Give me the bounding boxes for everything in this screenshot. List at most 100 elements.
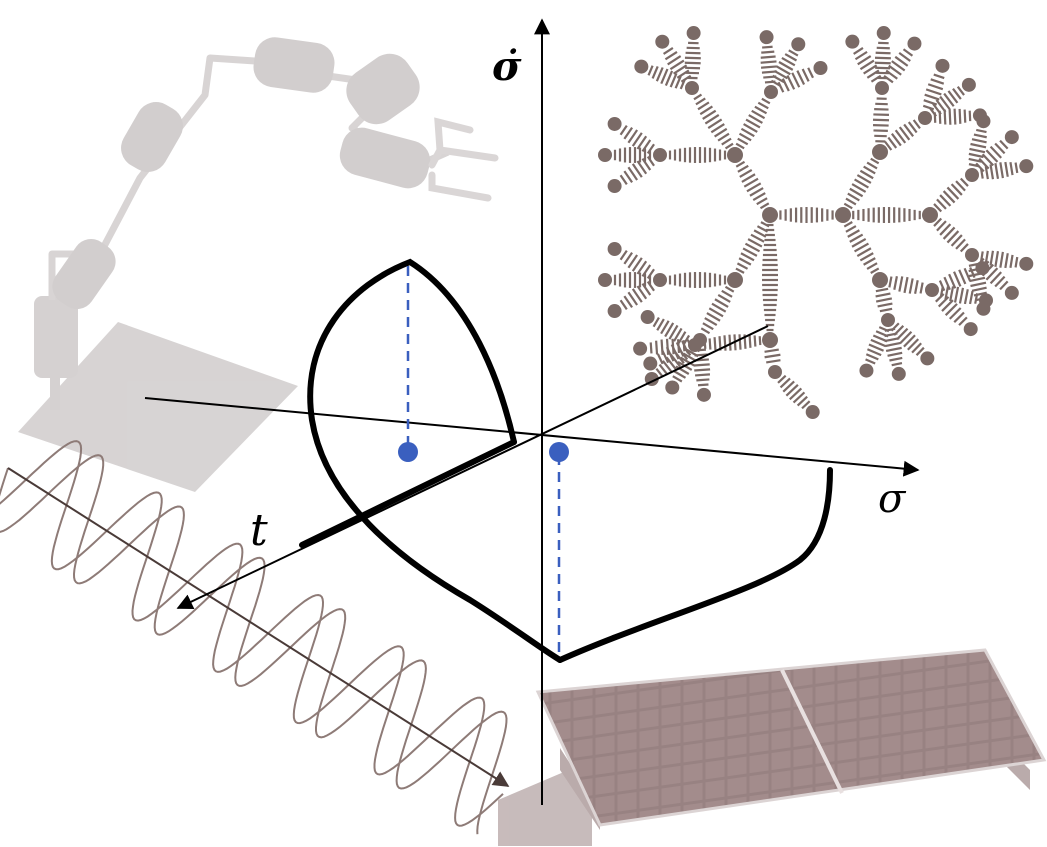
tree-bond-segment <box>843 221 853 228</box>
tree-bond-segment <box>907 121 918 134</box>
tree-bond-segment <box>985 267 999 281</box>
tree-bond-segment <box>636 285 648 300</box>
tree-bond-segment <box>885 69 898 80</box>
tree-bond-segment <box>777 81 785 93</box>
tree-bond-segment <box>664 70 674 86</box>
tree-bond-segment <box>865 358 876 365</box>
tree-bond-segment <box>859 59 875 71</box>
tree-bond-segment <box>619 124 628 136</box>
tree-bond-segment <box>989 145 1003 159</box>
tree-bond-segment <box>627 254 639 269</box>
tree-bond-segment <box>947 90 959 104</box>
tree-bond-segment <box>754 105 768 115</box>
tree-bond-segment <box>673 64 688 75</box>
tree-bond-segment <box>976 128 987 134</box>
tree-bond-segment <box>627 166 639 181</box>
tree-bond-segment <box>714 127 728 138</box>
wave-axis-arrow <box>7 467 510 787</box>
tree-leaf-node <box>805 405 820 420</box>
tree-bond-segment <box>999 280 1009 291</box>
tree-bond-segment <box>978 157 990 170</box>
tree-bond-segment <box>891 362 903 367</box>
tree-bond-segment <box>989 250 995 266</box>
tree-bond-segment <box>778 61 794 71</box>
tree-bond-segment <box>641 139 652 152</box>
tree-bond-segment <box>854 50 868 61</box>
tree-bond-segment <box>973 291 987 297</box>
tree-bond-segment <box>979 168 984 179</box>
robot-gripper <box>428 117 499 202</box>
tree-bond-segment <box>664 50 678 61</box>
tree-bond-segment <box>706 312 721 322</box>
tree-bond-segment <box>669 353 682 368</box>
tree-leaf-node <box>640 310 655 325</box>
tree-bond-segment <box>700 327 711 335</box>
tree-bond-segment <box>866 348 882 357</box>
tree-bond-segment <box>677 331 687 344</box>
tree-bond-segment <box>735 142 745 150</box>
tree-bond-segment <box>953 271 962 287</box>
tree-bond-segment <box>914 280 919 294</box>
tree-bond-segment <box>870 157 880 165</box>
tree-bond-segment <box>759 202 770 210</box>
tree-bond-segment <box>868 343 884 352</box>
tree-bond-segment <box>944 286 950 300</box>
tree-bond-segment <box>788 49 799 57</box>
tree-leaf-node <box>607 179 622 194</box>
tree-bond-segment <box>651 65 659 79</box>
tree-gen1-node <box>872 144 888 160</box>
tree-gen2-node <box>764 85 778 99</box>
tree-bond-segment <box>975 162 985 173</box>
tree-bond-segment <box>981 153 995 167</box>
tree-leaf-node <box>643 356 658 371</box>
tree-bond-segment <box>760 55 776 59</box>
tree-gen2-node <box>965 168 979 182</box>
tree-bond-segment <box>971 286 987 292</box>
tree-bond-segment <box>641 264 652 277</box>
tree-leaf-node <box>976 301 991 316</box>
tree-bond-segment <box>707 118 723 129</box>
tree-bond-segment <box>1009 161 1014 176</box>
tree-bond-segment <box>950 183 963 196</box>
solar-panel-illustration <box>498 648 1047 846</box>
tree-gen2-node <box>925 283 939 297</box>
tree-bond-segment <box>856 174 872 184</box>
tree-bond-segment <box>750 233 765 243</box>
tree-bond-segment <box>955 180 966 192</box>
tree-bond-segment <box>958 108 962 124</box>
tree-bond-segment <box>791 72 801 88</box>
tree-bond-segment <box>875 297 893 303</box>
wave-curve-b <box>0 440 504 827</box>
tree-gen2-node <box>685 81 699 95</box>
tree-bond-segment <box>984 165 989 180</box>
tree-bond-segment <box>968 267 982 273</box>
tree-bond-segment <box>968 271 984 278</box>
tree-bond-segment <box>786 74 796 90</box>
tree-bond-segment <box>665 356 678 371</box>
tree-gen2-node <box>768 365 782 379</box>
tree-bond-segment <box>981 263 995 277</box>
tree-bond-segment <box>623 251 634 265</box>
sigma-dot-label: σ̇ <box>492 43 522 90</box>
tree-bond-segment <box>863 257 876 266</box>
tree-bond-segment <box>660 339 664 355</box>
tree-bond-segment <box>708 307 724 318</box>
tree-bond-segment <box>944 303 958 316</box>
tree-bond-segment <box>939 95 951 110</box>
robot-joint-2 <box>121 102 183 172</box>
sigma-label: σ <box>878 476 907 522</box>
tree-gen2-node <box>918 111 932 125</box>
tree-gen2-node <box>965 248 979 262</box>
tree-bond-segment <box>739 169 753 178</box>
tree-bond-segment <box>655 340 659 355</box>
tree-bond-segment <box>948 273 957 289</box>
tree-bond-segment <box>985 149 999 163</box>
tree-leaf-node <box>891 366 906 381</box>
tree-bond-segment <box>743 123 758 133</box>
tree-bond-segment <box>958 269 967 285</box>
tree-bond-segment <box>738 334 742 350</box>
tree-bond-segment <box>847 192 860 202</box>
projections <box>398 266 569 655</box>
tree-leaf-node <box>655 34 670 49</box>
tree-core-node <box>762 207 778 223</box>
